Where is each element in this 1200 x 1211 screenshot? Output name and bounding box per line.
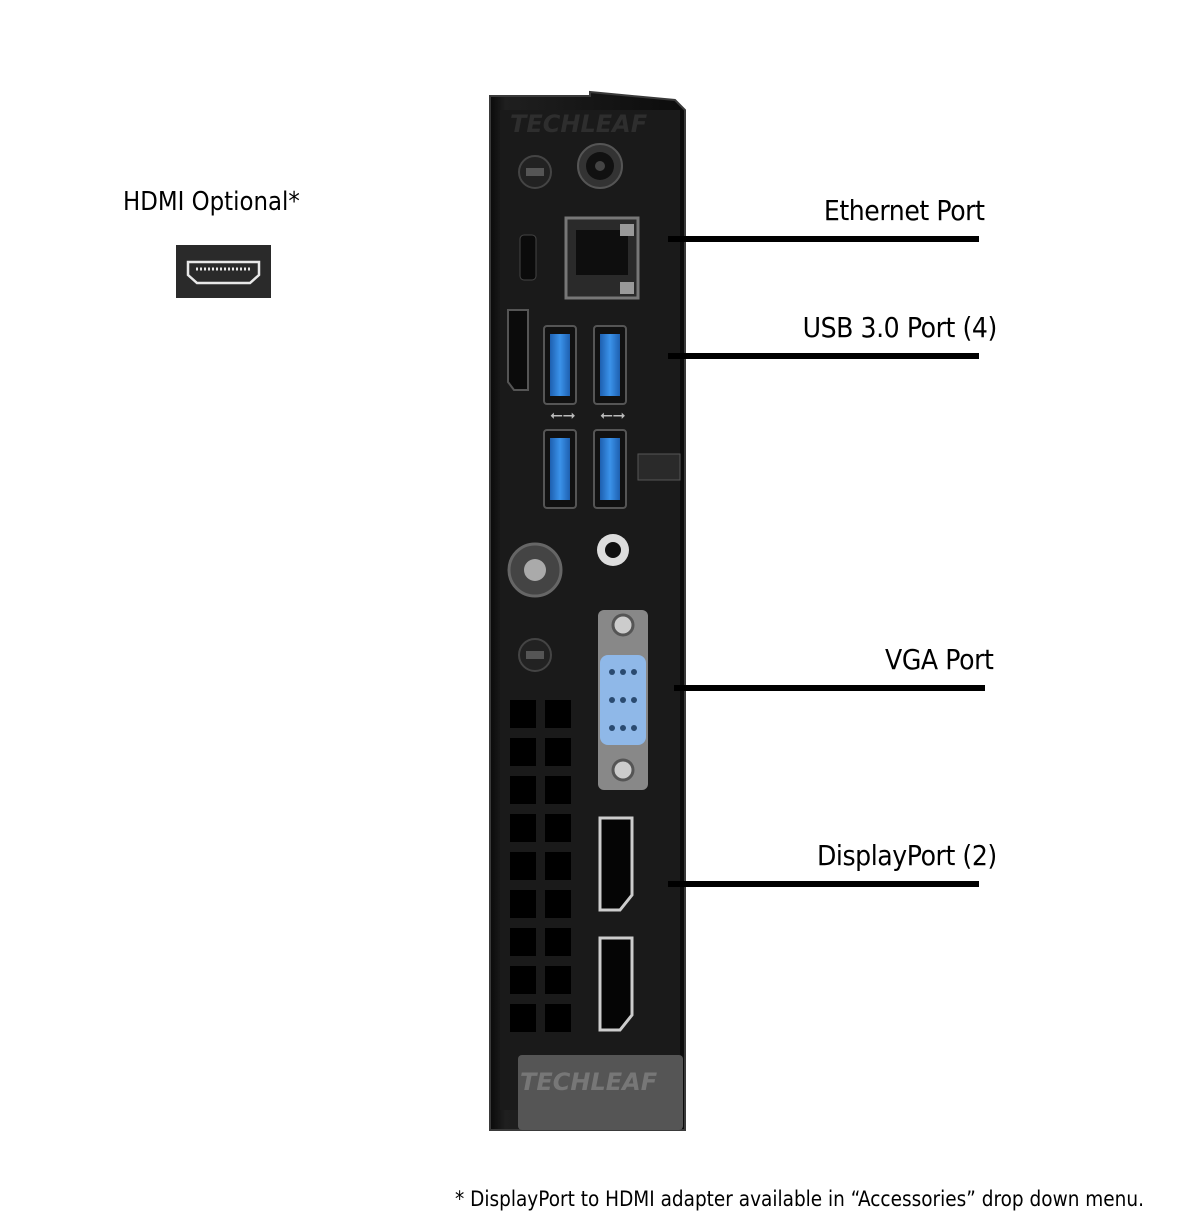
hdmi-optional-title: HDMI Optional* [123, 187, 300, 217]
svg-text:TECHLEAF: TECHLEAF [520, 1068, 658, 1096]
ethernet-port-label: Ethernet Port [824, 194, 985, 227]
svg-text:⭠⭢: ⭠⭢ [550, 405, 576, 424]
svg-text:⭠⭢: ⭠⭢ [600, 405, 626, 424]
vga-port-leader-line [674, 685, 985, 691]
displayport-leader-line [668, 881, 979, 887]
usb-port-label: USB 3.0 Port (4) [802, 311, 998, 344]
footnote: * DisplayPort to HDMI adapter available … [455, 1187, 1144, 1211]
hdmi-port-icon [176, 245, 271, 298]
mini-pc-rear-panel: TECHLEAF ⭠⭢ ⭠⭢ [470, 90, 700, 1145]
vga-port-label: VGA Port [884, 643, 994, 676]
usb-port-leader-line [668, 353, 979, 359]
ethernet-port-leader-line [668, 236, 979, 242]
displayport-label: DisplayPort (2) [817, 839, 997, 872]
svg-text:TECHLEAF: TECHLEAF [510, 110, 648, 138]
